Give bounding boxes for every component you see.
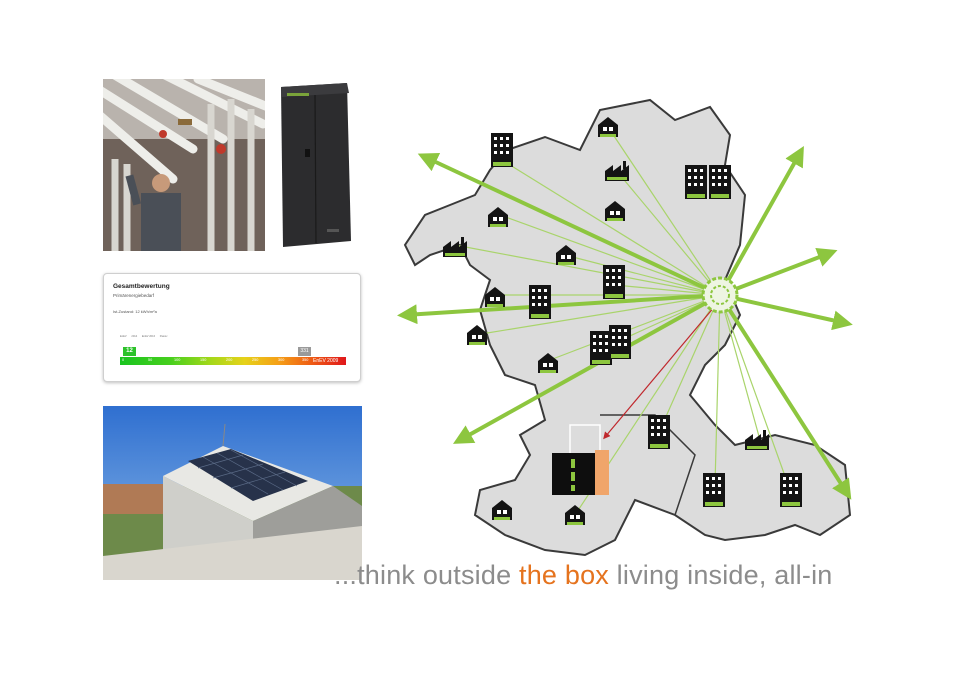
scale-tick: 100 <box>174 358 181 362</box>
apartment-icon <box>609 325 631 359</box>
energy-certificate-card: Gesamtbewertung Primärenergiebedarf Ist-… <box>103 273 361 382</box>
apartment-icon <box>780 473 802 507</box>
scale-tick: 300 <box>278 358 285 362</box>
slogan-suffix: living inside, all-in <box>608 560 833 590</box>
certificate-ist-state: Ist-Zustand: 12 kWh/m²a <box>113 309 157 314</box>
current-value-badge: 12 <box>123 347 136 356</box>
energy-gradient-bar <box>120 357 346 365</box>
photo-solar-roof-house <box>103 406 362 580</box>
box-unit-icon <box>552 424 609 495</box>
certificate-subtitle: Primärenergiebedarf <box>113 293 155 298</box>
apartment-icon <box>603 265 625 299</box>
mini-label: Passiv <box>159 335 168 338</box>
apartment-icon <box>491 133 513 167</box>
red-link-arrow <box>603 299 721 440</box>
reference-label: EnEV 2009 <box>313 358 339 364</box>
scale-tick: 0 <box>122 358 125 362</box>
energy-scale: EnEV 2014 EnEV 2016 Passiv 12 331 0 50 1… <box>120 321 350 369</box>
factory-icon <box>745 430 769 450</box>
mini-label: EnEV 2016 <box>141 335 156 338</box>
mini-label: 2014 <box>131 335 138 338</box>
slogan: ...think outside the box living inside, … <box>334 560 832 591</box>
solar-roof-image <box>103 406 362 580</box>
apartment-icon <box>648 415 670 449</box>
slogan-highlight: the box <box>519 560 609 590</box>
cabinet-image <box>281 83 351 247</box>
scale-tick: 250 <box>252 358 259 362</box>
ist-label: Ist-Zustand: <box>113 309 135 314</box>
network-arrows <box>397 146 853 500</box>
region-border <box>600 414 696 516</box>
photo-plant-room <box>103 79 265 251</box>
hub-icon <box>701 276 739 314</box>
apartment-icon <box>529 285 551 319</box>
photo-cabinet-unit <box>269 79 355 251</box>
scale-tick: 200 <box>226 358 233 362</box>
reference-value-badge: 331 <box>298 347 311 356</box>
apartment-icon <box>590 331 612 365</box>
ist-value: 12 kWh/m²a <box>135 309 157 314</box>
scale-tick: 50 <box>148 358 153 362</box>
mini-label: EnEV <box>120 335 127 338</box>
scale-tick: 350 <box>302 358 309 362</box>
apartment-icon <box>703 473 725 507</box>
germany-network-map <box>395 95 855 565</box>
certificate-title: Gesamtbewertung <box>113 283 170 290</box>
slogan-prefix: ...think outside <box>334 560 520 590</box>
scale-tick: 150 <box>200 358 207 362</box>
scale-mini-labels: EnEV 2014 EnEV 2016 Passiv <box>120 335 200 338</box>
apartment-icon <box>709 165 731 199</box>
plant-room-image <box>103 79 265 251</box>
house-icon <box>467 325 487 345</box>
apartment-icon <box>685 165 707 199</box>
